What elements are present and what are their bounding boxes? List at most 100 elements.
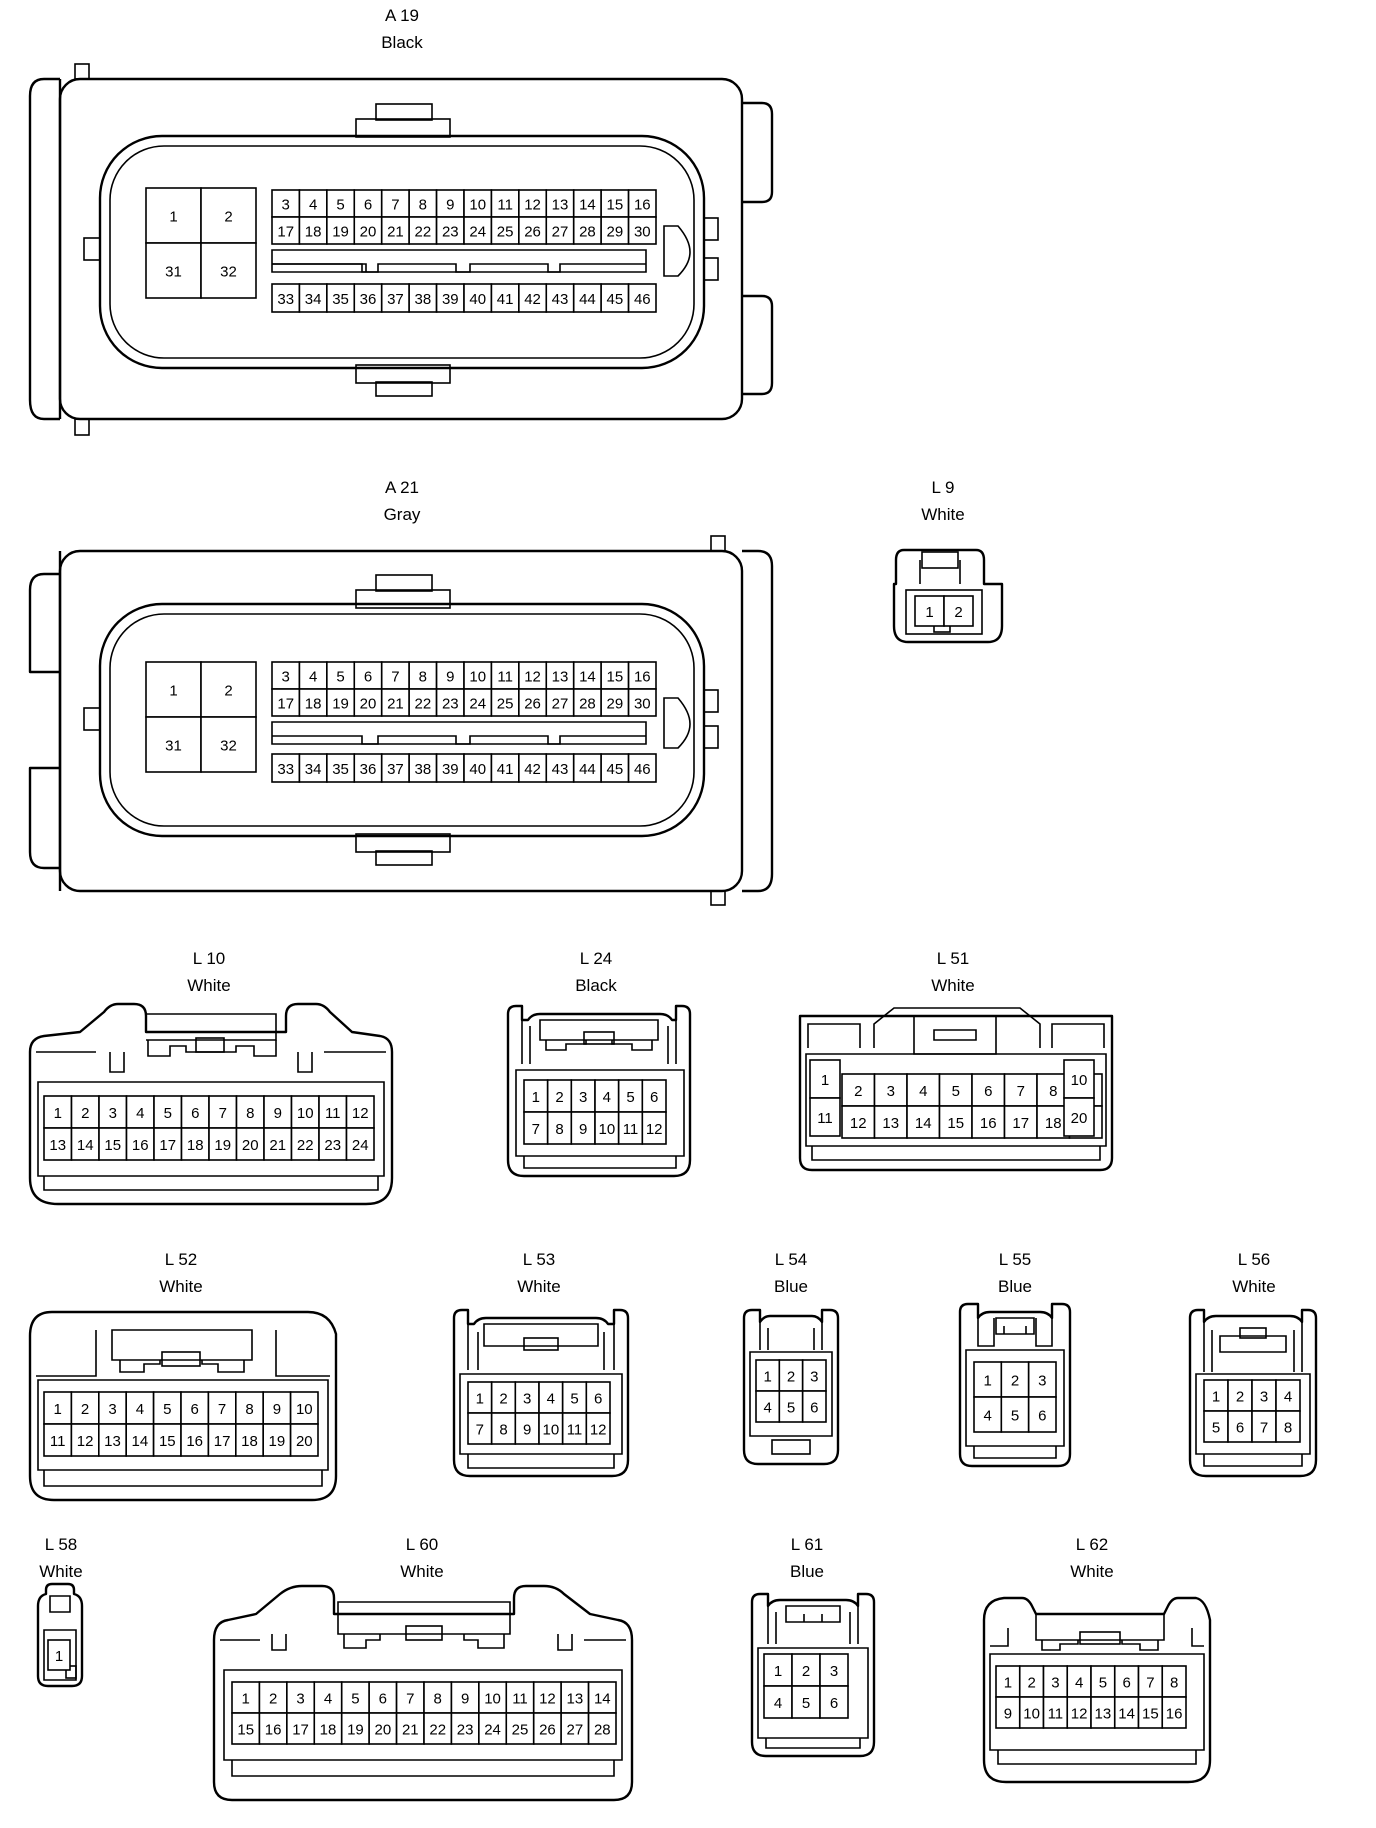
pin-number: 7 <box>219 1105 227 1122</box>
pin-cell <box>271 688 301 717</box>
pin-cell <box>938 1073 973 1107</box>
pin-number: 8 <box>246 1105 254 1122</box>
pin-cell <box>207 1423 237 1457</box>
pin-cell <box>208 1127 238 1161</box>
pin-number: 9 <box>523 1421 531 1438</box>
pin-number: 41 <box>497 761 514 778</box>
pin-number: 3 <box>296 1690 304 1707</box>
pin-cell <box>207 1391 237 1425</box>
pin-number: 8 <box>555 1121 563 1138</box>
pin-cell <box>326 688 356 717</box>
pin-cell <box>600 283 630 313</box>
pin-number: 7 <box>391 196 399 213</box>
pin-cell <box>1275 1410 1301 1443</box>
pin-number: 13 <box>49 1137 66 1154</box>
pin-number: 9 <box>579 1121 587 1138</box>
pin-number: 10 <box>297 1105 314 1122</box>
pin-number: 26 <box>524 695 541 712</box>
pin-cell <box>518 189 548 218</box>
pin-number: 24 <box>469 223 486 240</box>
pin-number: 3 <box>282 668 290 685</box>
pin-cell <box>298 189 328 218</box>
connector-housing <box>28 1310 338 1502</box>
pin-number: 22 <box>415 695 432 712</box>
pin-number: 21 <box>387 223 404 240</box>
connector-housing <box>750 1592 876 1758</box>
pin-number: 1 <box>763 1368 771 1385</box>
pin-number: 41 <box>497 291 514 308</box>
pin-number: 3 <box>887 1083 895 1100</box>
connector-housing <box>212 1584 634 1802</box>
pin-cell <box>200 242 257 299</box>
pin-number: 17 <box>277 695 294 712</box>
connector-housing <box>892 548 1004 644</box>
pin-number: 1 <box>821 1072 829 1089</box>
pin-number: 6 <box>379 1690 387 1707</box>
connector-id: A 21 <box>385 478 419 497</box>
pin-cell <box>819 1685 849 1719</box>
pin-number: 30 <box>634 223 651 240</box>
pin-cell <box>463 753 493 783</box>
connector-color: White <box>931 976 974 995</box>
connector-color: Black <box>575 976 617 995</box>
connector-color: White <box>517 1277 560 1296</box>
pin-cell <box>145 716 202 773</box>
pin-cell <box>1003 1073 1038 1107</box>
pin-number: 6 <box>191 1105 199 1122</box>
pin-number: 16 <box>186 1433 203 1450</box>
pin-cell <box>463 688 493 717</box>
pin-cell <box>572 189 602 218</box>
connector-id: L 56 <box>1238 1250 1270 1269</box>
pin-number: 29 <box>607 223 624 240</box>
pin-cell <box>395 1681 425 1714</box>
pin-number: 1 <box>774 1663 782 1680</box>
pin-number: 7 <box>1146 1674 1154 1691</box>
pin-number: 2 <box>81 1105 89 1122</box>
pin-number: 16 <box>265 1721 282 1738</box>
pin-number: 11 <box>497 668 513 685</box>
connector-color: Blue <box>790 1562 824 1581</box>
pin-number: 11 <box>325 1105 341 1122</box>
pin-cell <box>435 753 465 783</box>
pin-number: 27 <box>552 223 569 240</box>
pin-cell <box>545 283 575 313</box>
pin-cell <box>478 1712 508 1745</box>
connector-color: Blue <box>998 1277 1032 1296</box>
pin-cell <box>290 1127 320 1161</box>
pin-number: 3 <box>523 1390 531 1407</box>
pin-cell <box>326 283 356 313</box>
pin-number: 5 <box>336 668 344 685</box>
pin-number: 5 <box>164 1105 172 1122</box>
pin-number: 9 <box>1004 1705 1012 1722</box>
pin-number: 19 <box>332 223 349 240</box>
pin-cell <box>408 688 438 717</box>
pin-cell <box>763 1653 793 1687</box>
pin-number: 9 <box>273 1401 281 1418</box>
pin-cell <box>914 595 945 627</box>
pin-number: 15 <box>607 196 624 213</box>
pin-cell <box>572 216 602 245</box>
connector-housing <box>506 1004 692 1178</box>
connector-housing <box>28 535 774 906</box>
pin-number: 16 <box>634 668 651 685</box>
pin-cell <box>841 1105 876 1139</box>
pin-cell <box>408 283 438 313</box>
connector-housing <box>982 1596 1212 1784</box>
pin-number: 21 <box>387 695 404 712</box>
connector-housing <box>28 1002 394 1206</box>
pin-number: 6 <box>650 1089 658 1106</box>
connector-color: White <box>187 976 230 995</box>
pin-cell <box>1227 1410 1253 1443</box>
pin-number: 1 <box>242 1690 250 1707</box>
pin-cell <box>47 1639 71 1671</box>
pin-number: 28 <box>594 1721 611 1738</box>
pin-number: 12 <box>524 668 541 685</box>
pin-number: 43 <box>552 291 569 308</box>
pin-number: 18 <box>1045 1115 1062 1132</box>
pin-number: 1 <box>169 208 177 225</box>
pin-number: 5 <box>1212 1419 1220 1436</box>
